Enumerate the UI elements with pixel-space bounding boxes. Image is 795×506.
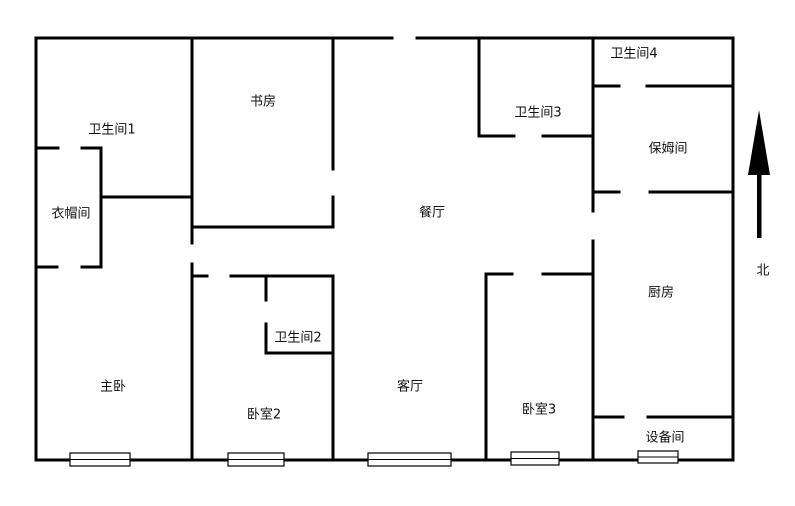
walls xyxy=(34,36,735,462)
room-label-bathroom1: 卫生间1 xyxy=(88,122,136,138)
room-label-cloakroom: 衣帽间 xyxy=(51,206,91,222)
room-label-equipment-room: 设备间 xyxy=(645,430,685,446)
window xyxy=(69,452,131,467)
north-arrow-icon xyxy=(748,110,770,238)
window xyxy=(510,451,560,466)
room-label-bathroom2: 卫生间2 xyxy=(274,330,322,346)
room-label-study: 书房 xyxy=(249,94,277,110)
compass-label: 北 xyxy=(756,263,770,279)
room-label-nanny-room: 保姆间 xyxy=(648,141,688,157)
room-label-bathroom3: 卫生间3 xyxy=(514,105,562,121)
room-label-bathroom4: 卫生间4 xyxy=(610,46,658,62)
room-label-living-room: 客厅 xyxy=(396,379,424,395)
window xyxy=(637,450,679,464)
room-label-master-bedroom: 主卧 xyxy=(99,379,127,395)
room-label-dining: 餐厅 xyxy=(418,205,446,221)
room-label-bedroom2: 卧室2 xyxy=(246,407,282,423)
room-label-bedroom3: 卧室3 xyxy=(521,402,557,418)
windows xyxy=(69,450,679,467)
window xyxy=(367,452,452,467)
room-label-kitchen: 厨房 xyxy=(647,285,675,301)
window xyxy=(227,452,285,467)
